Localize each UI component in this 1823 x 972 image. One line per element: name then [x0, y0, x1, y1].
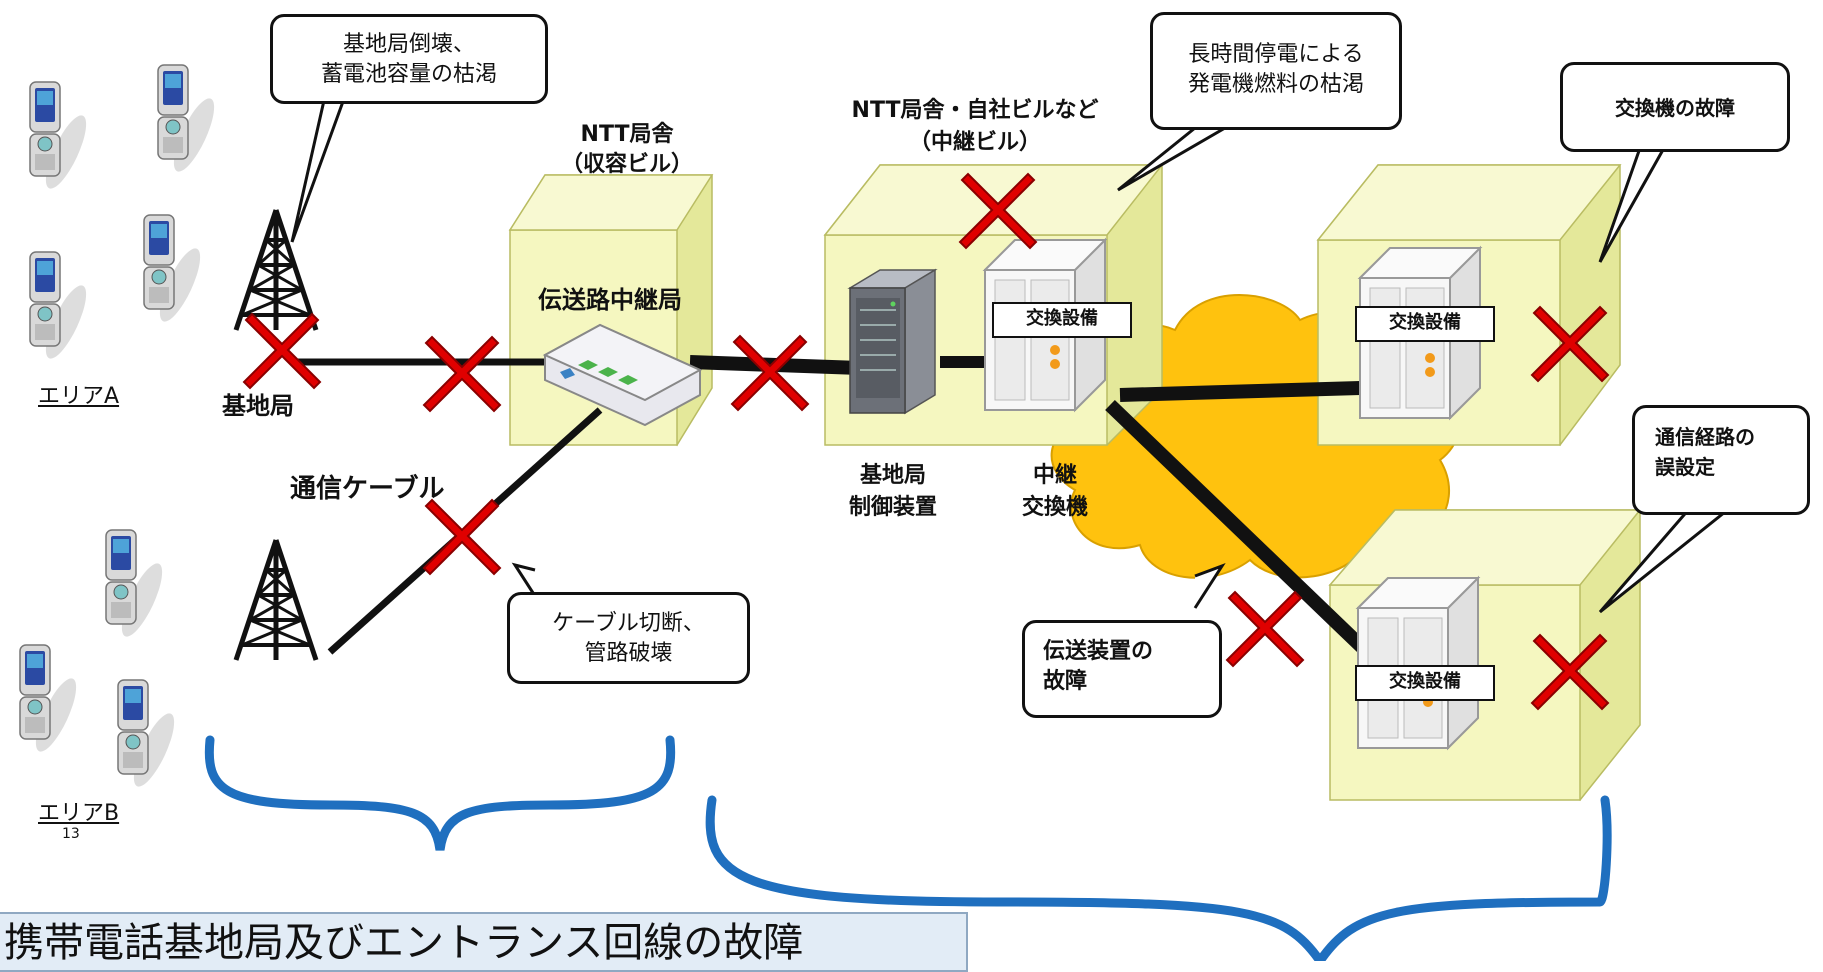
transmission-relay-device: [542, 323, 703, 427]
bottom-caption-box: 携帯電話基地局及びエントランス回線の故障: [0, 912, 968, 972]
switch-equipment-tag: 交換設備: [1355, 306, 1495, 342]
base-station-label: 基地局: [222, 392, 294, 420]
transmission-relay-label: 伝送路中継局: [538, 286, 682, 314]
mobile-phone-icon: [29, 81, 95, 195]
switch-equipment-tag: 交換設備: [992, 302, 1132, 338]
callout-routing-misconfig: 通信経路の誤設定: [1632, 405, 1810, 515]
callout-tower-collapse: 基地局倒壊、蓄電池容量の枯渇: [270, 14, 548, 104]
failure-x-icon: [423, 336, 501, 412]
cable-label: 通信ケーブル: [290, 474, 445, 504]
failure-x-icon: [731, 335, 809, 411]
relay-building-label: NTT局舎・自社ビルなど（中継ビル）: [851, 98, 1099, 155]
base-station-tower-b: [236, 540, 316, 660]
callout-transmission-failure: 伝送装置の故障: [1022, 620, 1222, 718]
failure-x-icon: [243, 313, 321, 389]
mobile-phone-icon: [29, 251, 95, 365]
callout-cable-cut: ケーブル切断、管路破壊: [507, 592, 750, 684]
mobile-phone-icon: [157, 64, 223, 178]
cable-lines: [290, 355, 1370, 656]
area-b-label: エリアB: [38, 801, 120, 826]
mobile-phone-icon: [143, 214, 209, 328]
mobile-phone-icon: [117, 679, 183, 793]
callout-pointers: [290, 95, 1731, 614]
base-station-controller-label: 基地局制御装置: [848, 463, 937, 520]
area-a-label: エリアA: [38, 384, 120, 409]
mobile-phone-icon: [105, 529, 171, 643]
brace-right: [705, 795, 1612, 961]
callout-power-outage: 長時間停電による発電機燃料の枯渇: [1150, 12, 1402, 130]
ntt-station-label: NTT局舎（収容ビル）: [560, 122, 693, 177]
brace-left: [204, 735, 676, 851]
callout-switch-failure: 交換機の故障: [1560, 62, 1790, 152]
switch-server-bottom: [1357, 577, 1479, 749]
base-station-tower-a: [236, 210, 316, 330]
base-station-controller-rack: [847, 268, 938, 415]
failure-x-icon: [1226, 591, 1304, 667]
switch-equipment-tag: 交換設備: [1355, 665, 1495, 701]
page-number: 13: [62, 826, 80, 842]
failure-x-icon: [423, 499, 501, 575]
relay-switch-label: 中継交換機: [1021, 463, 1088, 520]
mobile-phone-icon: [19, 644, 85, 758]
